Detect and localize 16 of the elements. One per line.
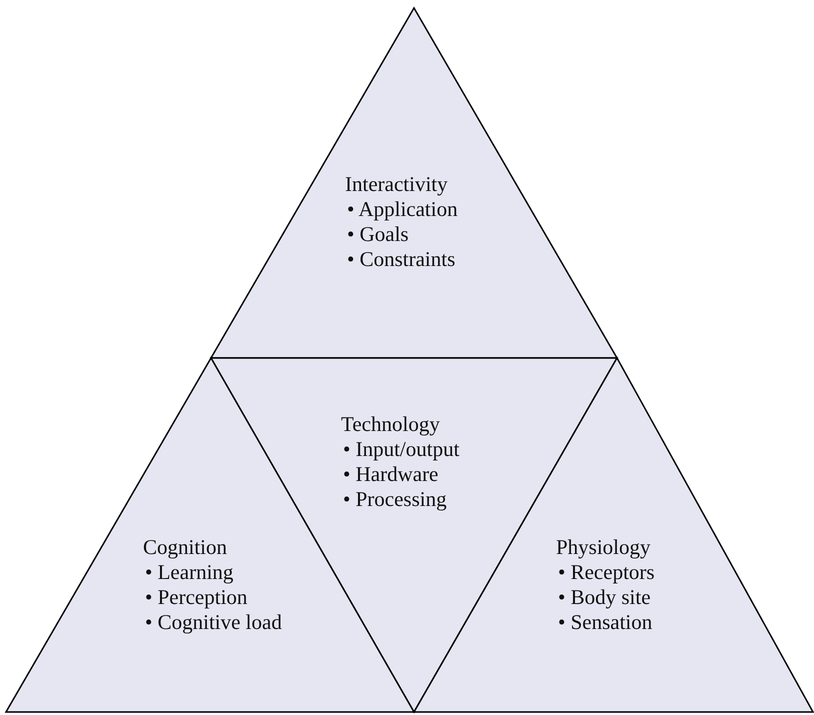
heading: Cognition	[143, 535, 228, 560]
list-item: • Receptors	[558, 560, 655, 585]
heading: Technology	[341, 412, 441, 437]
list-item: • Constraints	[347, 247, 456, 272]
list-item: • Input/output	[343, 437, 460, 462]
list-item: • Sensation	[558, 610, 654, 635]
list-item: • Perception	[145, 585, 248, 610]
list-item: • Body site	[558, 585, 652, 610]
list-item: • Goals	[347, 222, 410, 247]
heading: Physiology	[556, 535, 652, 560]
list-item: • Cognitive load	[145, 610, 282, 635]
list-item: • Processing	[343, 487, 448, 512]
list-item: • Application	[347, 197, 458, 222]
heading: Interactivity	[345, 172, 449, 197]
list-item: • Hardware	[343, 462, 440, 487]
list-item: • Learning	[145, 560, 234, 585]
